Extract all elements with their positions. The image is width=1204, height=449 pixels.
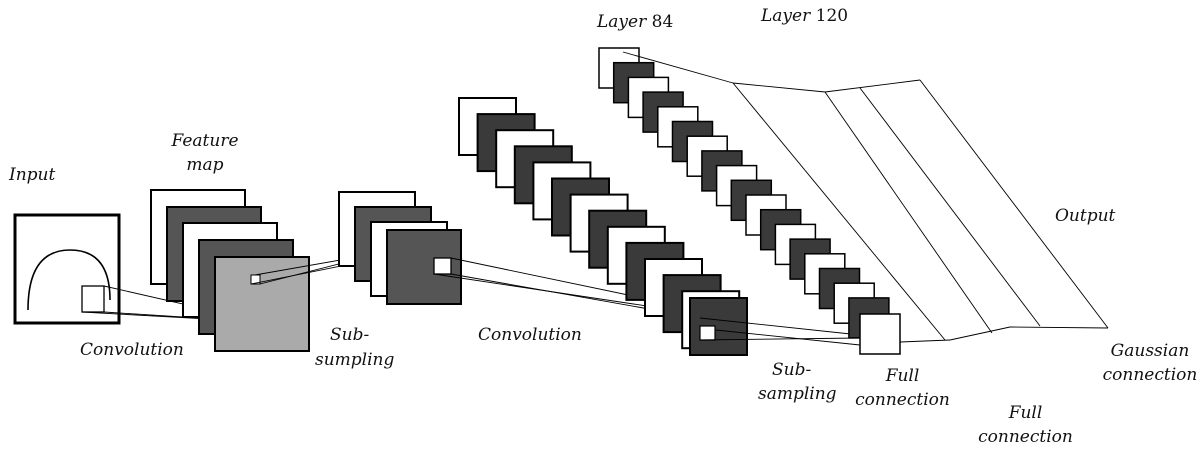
label-subsampling-1-line1: Sub- bbox=[330, 325, 370, 345]
convolution-map-stack bbox=[458, 97, 748, 356]
label-output: Output bbox=[1055, 206, 1116, 226]
input-image bbox=[13, 213, 121, 325]
label-layer-120: Layer 120 bbox=[761, 6, 848, 27]
label-feature-map-line1: Feature bbox=[171, 131, 239, 151]
subsampled-map-stack bbox=[338, 191, 462, 305]
label-subsampling-2-line2: sampling bbox=[758, 384, 837, 404]
convolution-map-front bbox=[689, 297, 748, 356]
label-convolution-2: Convolution bbox=[478, 325, 582, 345]
full-connection-lines bbox=[622, 51, 1109, 343]
label-subsampling-1-line2: sumpling bbox=[315, 350, 395, 370]
label-gaussian-line1: Gaussian bbox=[1110, 341, 1190, 361]
label-full-connection-1-line2: connection bbox=[855, 390, 950, 410]
label-input: Input bbox=[9, 165, 56, 185]
label-layer-84-number: 84 bbox=[651, 12, 674, 32]
subsampling-2-projection-lines bbox=[699, 317, 861, 346]
label-layer-120-word: Layer bbox=[761, 6, 811, 26]
receptive-field-window bbox=[699, 325, 716, 341]
label-layer-84-word: Layer bbox=[597, 12, 647, 32]
label-layer-84: Layer 84 bbox=[597, 12, 673, 33]
layer-stack bbox=[598, 47, 901, 355]
label-full-connection-2-line2: connection bbox=[978, 427, 1073, 447]
label-subsampling-2-line1: Sub- bbox=[772, 360, 812, 380]
layer-map-front bbox=[859, 313, 901, 355]
label-full-connection-1-line1: Full bbox=[885, 366, 920, 386]
label-full-connection-2-line1: Full bbox=[1008, 403, 1043, 423]
label-layer-120-number: 120 bbox=[815, 6, 849, 26]
label-gaussian-line2: connection bbox=[1102, 365, 1198, 385]
label-feature-map-line2: map bbox=[186, 155, 224, 175]
label-convolution-1: Convolution bbox=[80, 340, 184, 360]
feature-map-stack bbox=[150, 189, 310, 352]
